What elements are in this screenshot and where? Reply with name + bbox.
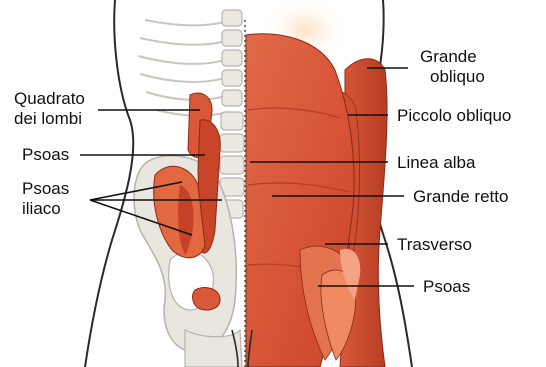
label-grande-retto: Grande retto	[413, 187, 508, 206]
label-grande-obliquo-line1: Grande	[420, 47, 477, 66]
label-quadrato-line1: Quadrato	[14, 89, 85, 108]
label-psoas-left: Psoas	[22, 145, 69, 164]
label-grande-obliquo-line2: obliquo	[430, 67, 485, 86]
spine	[220, 10, 244, 218]
label-psoas-iliaco-line1: Psoas	[22, 179, 69, 198]
ribcage-left	[138, 20, 230, 116]
label-piccolo-obliquo: Piccolo obliquo	[397, 106, 511, 125]
label-quadrato-line2: dei lombi	[14, 109, 82, 128]
label-trasverso: Trasverso	[397, 235, 472, 254]
label-psoas-right: Psoas	[423, 277, 470, 296]
right-muscles	[246, 34, 387, 367]
label-psoas-iliaco-line2: iliaco	[22, 199, 61, 218]
label-linea-alba: Linea alba	[397, 153, 476, 172]
